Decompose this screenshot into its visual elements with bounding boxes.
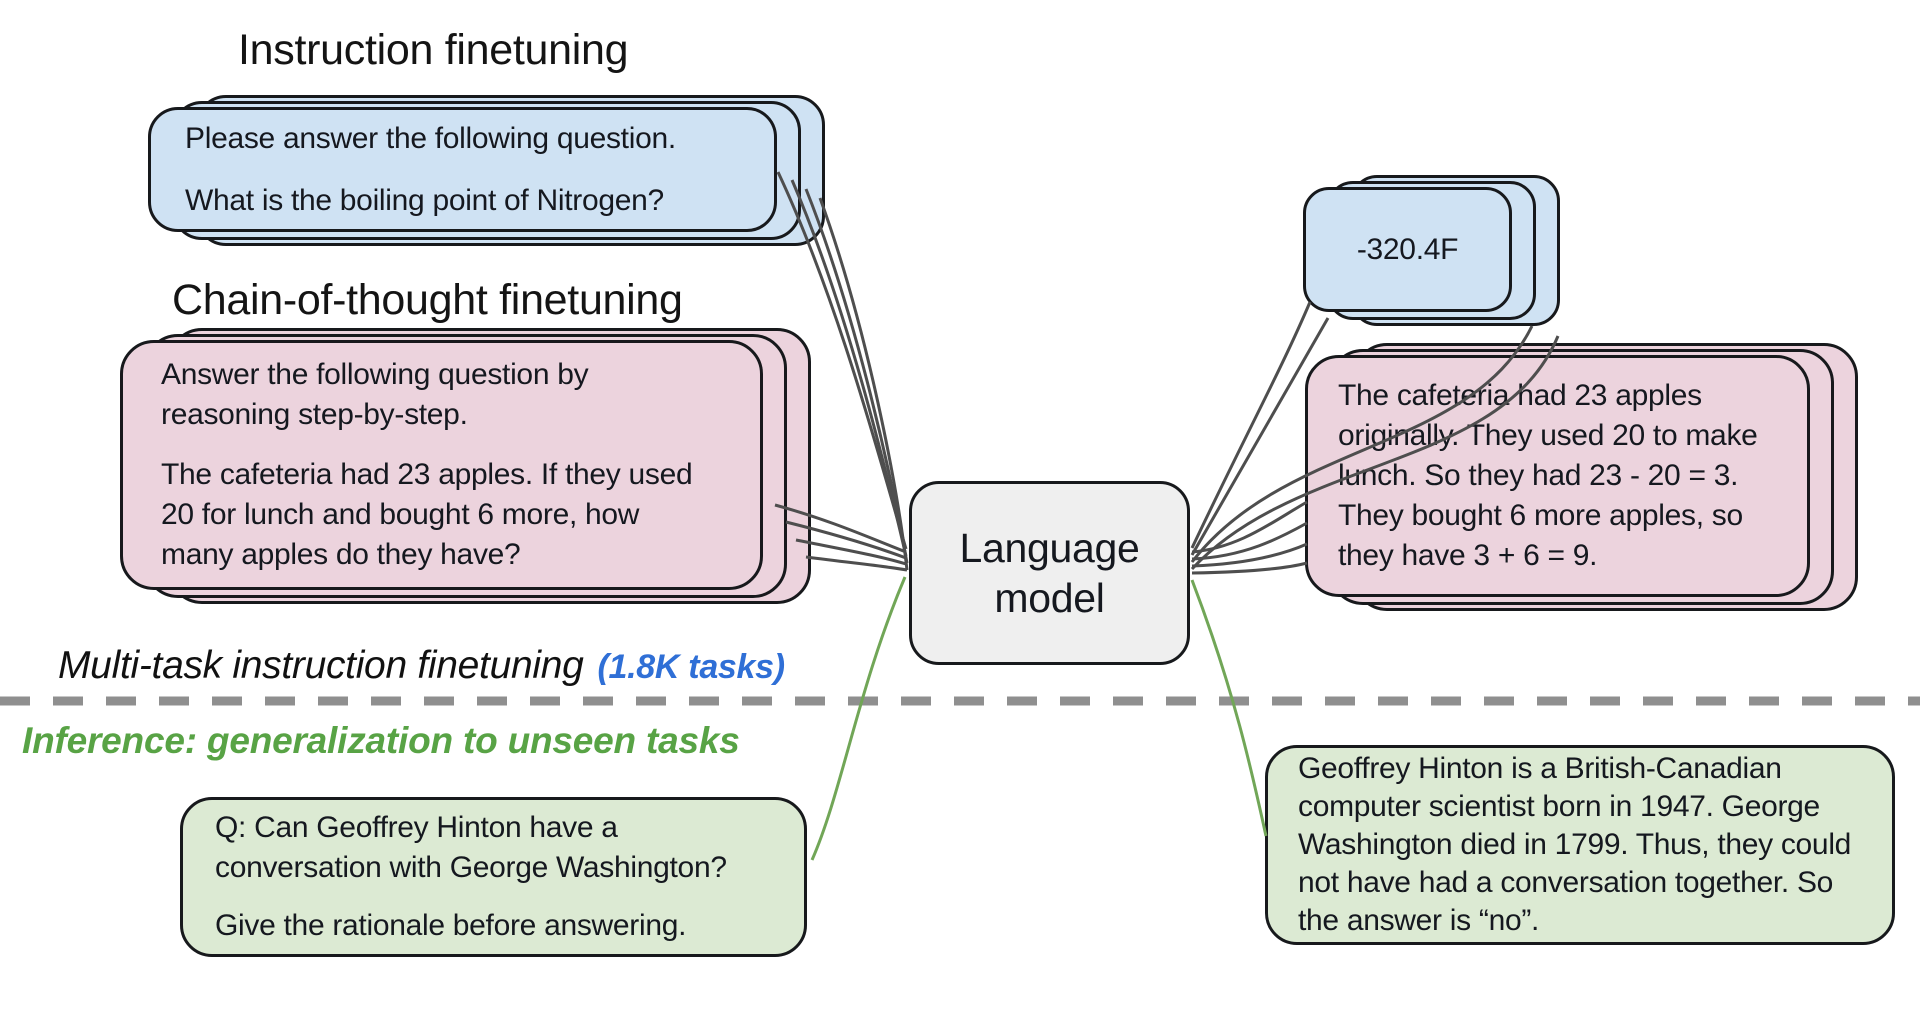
- cot-answer-card-stack: The cafeteria had 23 apples originally. …: [1305, 343, 1858, 611]
- card-paragraph: Give the rationale before answering.: [215, 909, 687, 942]
- chain-of-thought-heading: Chain-of-thought finetuning: [172, 276, 683, 324]
- card-paragraph: Please answer the following question.: [185, 121, 676, 155]
- connector-model-to-cot-answer: [1191, 500, 1308, 575]
- connector-model-to-inference-answer: [1190, 579, 1268, 837]
- inference-input-card: Q: Can Geoffrey Hinton have a conversati…: [180, 797, 807, 957]
- inference-heading: Inference: generalization to unseen task…: [22, 720, 740, 761]
- instruction-answer-card: -320.4F: [1303, 187, 1512, 312]
- connector-inference-to-model: [810, 576, 907, 861]
- instruction-finetuning-heading: Instruction finetuning: [238, 26, 629, 74]
- card-paragraph: Answer the following question by reasoni…: [161, 358, 589, 431]
- language-model-box: Language model: [909, 481, 1190, 665]
- multitask-finetuning-label: Multi-task instruction finetuning (1.8K …: [58, 644, 785, 688]
- multitask-finetuning-text: Multi-task instruction finetuning: [58, 644, 584, 687]
- card-paragraph: The cafeteria had 23 apples. If they use…: [161, 458, 693, 571]
- card-paragraph: Q: Can Geoffrey Hinton have a conversati…: [215, 811, 727, 884]
- card-paragraph: -320.4F: [1356, 232, 1459, 266]
- inference-answer-card: Geoffrey Hinton is a British-Canadian co…: [1265, 745, 1895, 945]
- cot-answer-card: The cafeteria had 23 apples originally. …: [1305, 355, 1810, 597]
- instruction-input-card: Please answer the following question. Wh…: [148, 107, 777, 232]
- instruction-input-card-stack: Please answer the following question. Wh…: [148, 95, 825, 246]
- language-model-label-line2: model: [994, 575, 1105, 621]
- card-paragraph: What is the boiling point of Nitrogen?: [185, 183, 664, 217]
- card-paragraph: Geoffrey Hinton is a British-Canadian co…: [1298, 752, 1852, 937]
- cot-input-card: Answer the following question by reasoni…: [120, 340, 763, 590]
- tasks-count-label: (1.8K tasks): [597, 648, 786, 686]
- language-model-label-line1: Language: [959, 525, 1140, 571]
- card-paragraph: The cafeteria had 23 apples originally. …: [1338, 379, 1758, 572]
- cot-input-card-stack: Answer the following question by reasoni…: [120, 328, 811, 604]
- instruction-answer-card-stack: -320.4F: [1303, 175, 1560, 326]
